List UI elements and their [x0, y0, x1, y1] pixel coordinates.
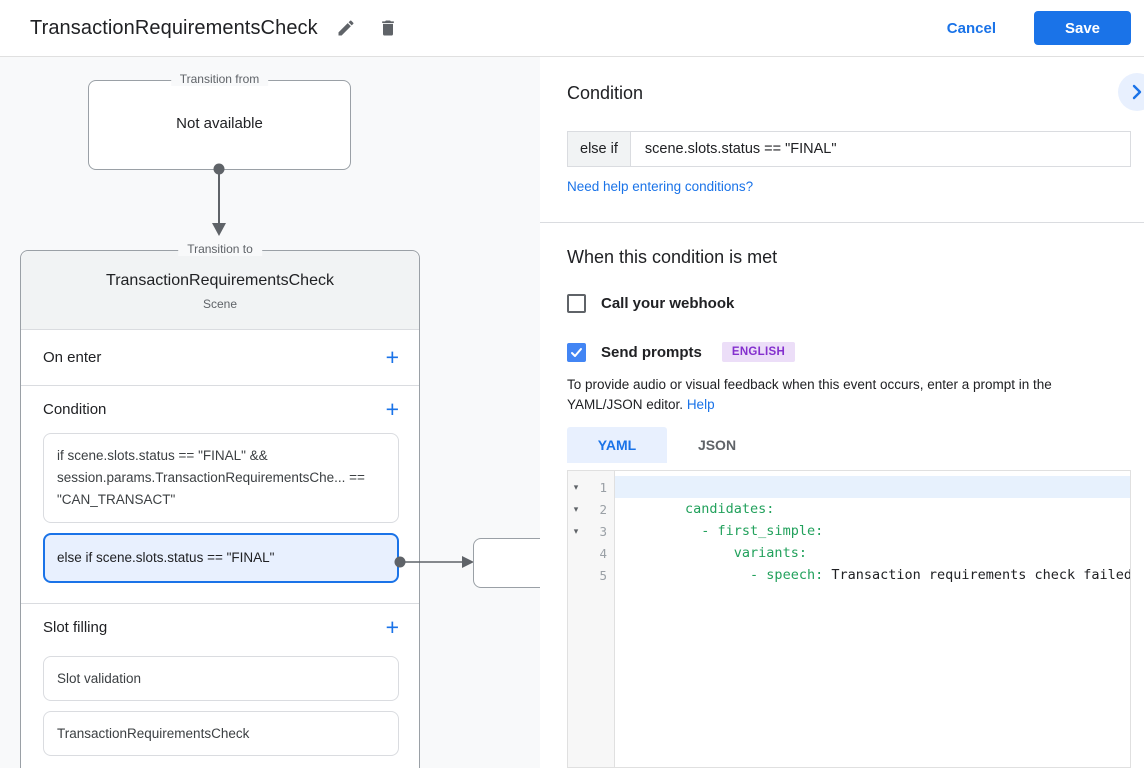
pencil-icon	[336, 18, 356, 38]
fold-icon[interactable]: ▾	[573, 503, 579, 514]
condition-heading: Condition	[567, 83, 644, 103]
checkmark-icon	[570, 346, 583, 359]
edit-button[interactable]	[332, 14, 360, 42]
condition-item[interactable]: if scene.slots.status == "FINAL" && sess…	[43, 433, 399, 523]
editor-tabs: YAML JSON	[567, 427, 767, 463]
topbar-actions: Cancel Save	[947, 11, 1144, 45]
save-button[interactable]: Save	[1034, 11, 1131, 45]
condition-expression-input[interactable]	[630, 132, 1130, 166]
code-line: - first_simple:	[685, 523, 824, 539]
on-enter-row[interactable]: On enter +	[21, 330, 419, 386]
editor-code-area[interactable]: candidates: - first_simple: variants: - …	[615, 471, 1130, 767]
condition-section-label: Condition	[43, 401, 107, 418]
transition-from-legend: Transition from	[170, 72, 269, 86]
transition-target-box[interactable]	[473, 538, 540, 588]
code-line: - speech: Transaction requirements check…	[685, 567, 1130, 583]
slot-item[interactable]: Slot validation	[43, 656, 399, 701]
line-number: 2	[599, 501, 607, 517]
else-if-prefix: else if	[568, 132, 631, 166]
collapse-panel-button[interactable]	[1118, 73, 1144, 111]
prompts-description: To provide audio or visual feedback when…	[567, 375, 1125, 415]
tab-json[interactable]: JSON	[667, 427, 767, 463]
cancel-button[interactable]: Cancel	[946, 19, 996, 37]
description-text: To provide audio or visual feedback when…	[567, 377, 1052, 412]
flow-arrow-down	[207, 163, 231, 237]
condition-input-row: else if	[567, 131, 1131, 167]
code-line: candidates:	[615, 476, 1130, 517]
transition-from-box[interactable]: Transition from Not available	[88, 72, 351, 170]
condition-item-selected[interactable]: else if scene.slots.status == "FINAL"	[43, 533, 399, 583]
scene-title: TransactionRequirementsCheck	[106, 272, 334, 289]
slot-filling-section: Slot filling + Slot validation Transacti…	[21, 604, 419, 768]
chevron-right-icon	[1129, 84, 1144, 100]
code-line: variants:	[685, 545, 807, 561]
transition-from-value: Not available	[176, 115, 263, 132]
flow-arrow-right	[393, 552, 475, 572]
slot-item[interactable]: TransactionRequirementsCheck	[43, 711, 399, 756]
line-number: 5	[599, 567, 607, 583]
trash-icon	[378, 18, 398, 38]
send-prompts-label: Send prompts	[601, 343, 702, 361]
yaml-editor[interactable]: ▾ 1 ▾ 2 ▾ 3 4 5 candidates:	[567, 470, 1131, 768]
language-badge: ENGLISH	[721, 342, 796, 362]
page-title: TransactionRequirementsCheck	[30, 16, 318, 39]
add-condition-button[interactable]: +	[385, 396, 399, 422]
fold-icon[interactable]: ▾	[573, 525, 579, 536]
add-slot-button[interactable]: +	[385, 614, 399, 640]
editor-gutter: ▾ 1 ▾ 2 ▾ 3 4 5	[568, 471, 615, 767]
fold-icon[interactable]: ▾	[573, 481, 579, 492]
tab-yaml[interactable]: YAML	[567, 427, 667, 463]
when-condition-heading: When this condition is met	[567, 247, 778, 267]
scene-card: Transition to TransactionRequirementsChe…	[20, 242, 420, 768]
condition-section: Condition + if scene.slots.status == "FI…	[21, 386, 419, 604]
webhook-row: Call your webhook	[567, 294, 734, 313]
line-number: 1	[599, 479, 607, 495]
help-link[interactable]: Help	[686, 397, 715, 412]
transition-to-legend: Transition to	[178, 242, 262, 256]
flow-canvas: Transition from Not available Transition…	[0, 57, 540, 768]
call-webhook-checkbox[interactable]	[567, 294, 586, 313]
line-number: 3	[599, 523, 607, 539]
top-bar: TransactionRequirementsCheck Cancel Save	[0, 0, 1144, 57]
scene-card-header[interactable]: TransactionRequirementsCheck Scene	[21, 251, 419, 330]
delete-button[interactable]	[374, 14, 402, 42]
add-on-enter-button[interactable]: +	[385, 344, 399, 370]
send-prompts-checkbox[interactable]	[567, 342, 586, 362]
call-webhook-label: Call your webhook	[601, 295, 735, 312]
condition-panel: Condition else if Need help entering con…	[540, 57, 1144, 768]
prompts-row: Send prompts ENGLISH	[567, 342, 796, 362]
on-enter-label: On enter	[43, 349, 102, 366]
panel-divider	[540, 222, 1144, 223]
scene-subtitle: Scene	[202, 297, 238, 311]
slot-filling-label: Slot filling	[43, 619, 108, 636]
line-number: 4	[599, 545, 607, 561]
conditions-help-link[interactable]: Need help entering conditions?	[567, 179, 754, 194]
